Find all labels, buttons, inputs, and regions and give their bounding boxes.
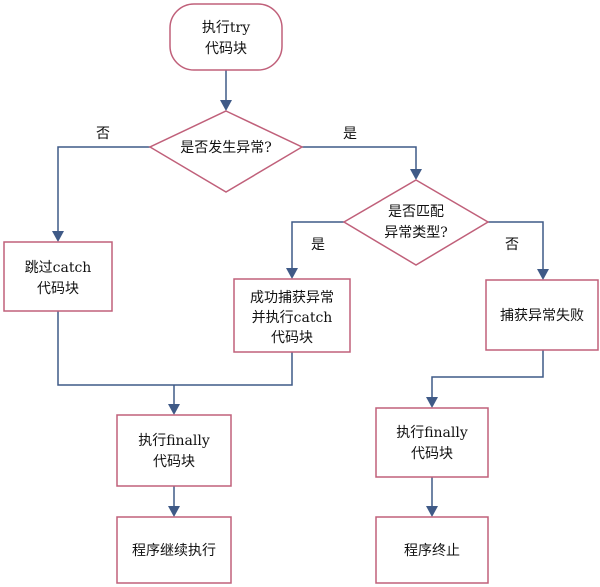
decision-shape: [342, 179, 490, 266]
arrowhead: [426, 506, 438, 517]
node-skip-catch-line1: 跳过catch: [25, 260, 92, 276]
node-start-line2: 代码块: [205, 41, 247, 57]
edge-fail-to-finally-right: [431, 350, 544, 400]
node-decision-match: 是否匹配 异常类型?: [342, 179, 490, 266]
arrowhead: [168, 404, 180, 415]
node-continue: 程序继续执行: [116, 516, 232, 584]
node-catch-success-line3: 代码块: [271, 330, 313, 346]
node-start: 执行try 代码块: [169, 3, 283, 71]
edges: [52, 70, 549, 517]
arrowhead: [168, 506, 180, 517]
node-start-line1: 执行try: [202, 20, 250, 36]
edge-match-yes: [291, 221, 344, 271]
edge-exception-yes: [302, 146, 417, 172]
edge-label-exception-yes: 是: [343, 126, 357, 142]
node-finally-right-line1: 执行finally: [396, 425, 468, 441]
node-finally-left-line2: 代码块: [153, 454, 195, 470]
arrowhead: [426, 397, 438, 408]
edge-label-match-yes: 是: [311, 237, 325, 253]
arrowhead: [410, 169, 422, 180]
arrowhead: [286, 268, 298, 279]
node-finally-right-line2: 代码块: [411, 446, 453, 462]
terminal-shape: [169, 3, 283, 71]
edge-label-match-no: 否: [505, 237, 519, 253]
node-skip-catch: 跳过catch 代码块: [3, 241, 113, 312]
arrowhead: [537, 269, 549, 280]
process-shape: [3, 241, 113, 312]
process-shape: [375, 516, 489, 584]
node-continue-label: 程序继续执行: [132, 542, 216, 559]
node-terminate: 程序终止: [375, 516, 489, 584]
decision-shape: [148, 110, 304, 193]
process-shape: [233, 278, 351, 353]
process-shape: [485, 279, 599, 351]
node-finally-right: 执行finally 代码块: [375, 407, 489, 478]
node-catch-success-line2: 并执行catch: [252, 310, 333, 326]
edge-label-exception-no: 否: [96, 126, 110, 142]
arrowhead: [220, 100, 232, 111]
node-finally-left-line1: 执行finally: [138, 433, 210, 449]
process-shape: [116, 414, 232, 487]
process-shape: [375, 407, 489, 478]
node-catch-fail-label: 捕获异常失败: [500, 308, 584, 324]
edge-labels: 否 是 是 否: [96, 126, 519, 253]
node-catch-fail: 捕获异常失败: [485, 279, 599, 351]
node-catch-success-line1: 成功捕获异常: [250, 290, 334, 306]
node-decision-match-line2: 异常类型?: [384, 225, 448, 241]
node-finally-left: 执行finally 代码块: [116, 414, 232, 487]
process-shape: [116, 516, 232, 584]
node-decision-exception-label: 是否发生异常?: [180, 140, 272, 156]
edge-success-to-merge: [174, 352, 293, 386]
node-decision-exception: 是否发生异常?: [148, 110, 304, 193]
edge-match-no: [488, 221, 544, 272]
arrowhead: [52, 231, 64, 242]
edge-skip-to-merge: [57, 311, 174, 386]
node-skip-catch-line2: 代码块: [37, 281, 79, 297]
node-decision-match-line1: 是否匹配: [388, 204, 444, 220]
node-catch-success: 成功捕获异常 并执行catch 代码块: [233, 278, 351, 353]
node-terminate-label: 程序终止: [404, 543, 460, 559]
edge-exception-no: [57, 146, 150, 234]
